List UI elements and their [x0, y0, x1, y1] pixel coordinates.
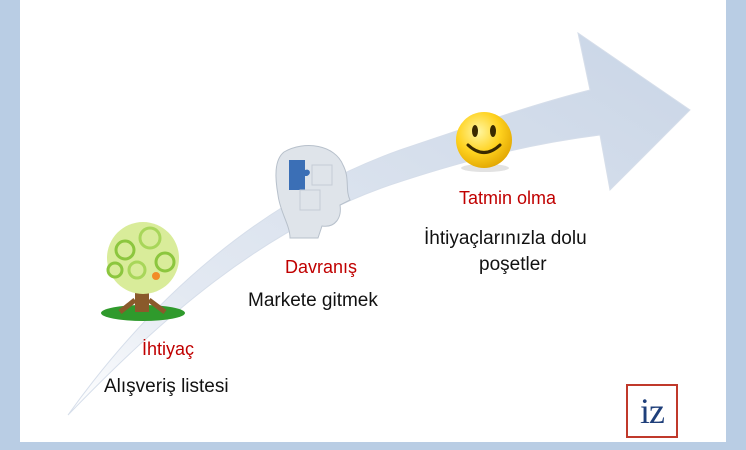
- step-3-description-line-2: poşetler: [479, 254, 547, 275]
- bottom-frame-bar: [0, 442, 746, 450]
- left-frame-bar: [0, 0, 20, 450]
- right-frame-bar: [726, 0, 746, 450]
- step-3-description-line-1: İhtiyaçlarınızla dolu: [424, 228, 587, 249]
- step-3-title: Tatmin olma: [459, 188, 557, 208]
- smiley-icon: [456, 112, 512, 172]
- iz-logo: iz: [626, 384, 678, 438]
- growth-arrow: [67, 31, 691, 416]
- step-2-description: Markete gitmek: [248, 290, 378, 311]
- tree-icon: [101, 222, 185, 321]
- step-2-title: Davranış: [285, 257, 358, 277]
- step-1-title: İhtiyaç: [142, 339, 195, 359]
- step-1-description: Alışveriş listesi: [104, 376, 229, 397]
- iz-logo-text: iz: [640, 391, 665, 431]
- puzzle-head-icon: [275, 145, 351, 239]
